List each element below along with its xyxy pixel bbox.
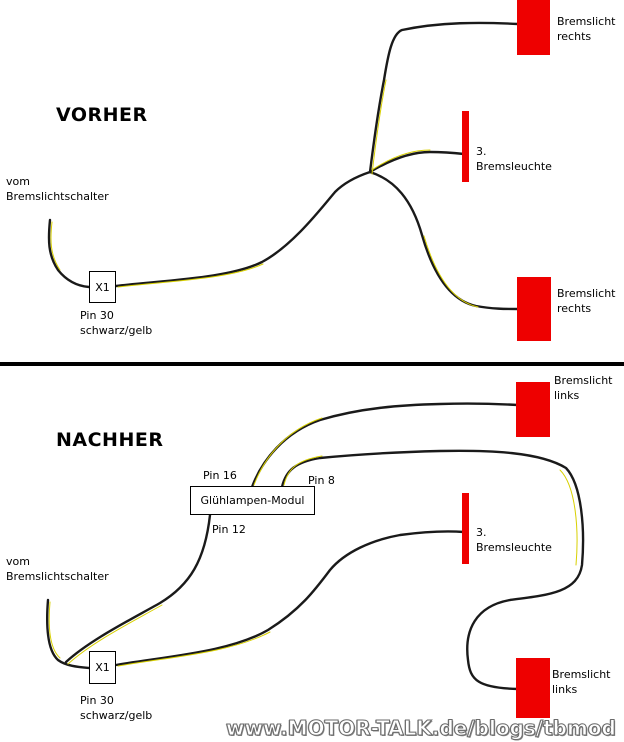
watermark: www.MOTOR-TALK.de/blogs/tbmod <box>226 716 617 741</box>
wire-module-pin8-to-left-bottom <box>280 449 585 691</box>
wire-switch-to-x1-before <box>47 218 91 289</box>
wire-switch-to-x1-after <box>45 598 91 670</box>
pin-label-after: Pin 30 schwarz/gelb <box>80 693 152 723</box>
wire-junction-to-right-bottom-before <box>368 170 520 311</box>
lamp-label-line1: Bremslicht <box>557 287 616 300</box>
wire-x1-to-third-after <box>114 530 466 667</box>
wires-before <box>47 21 520 311</box>
pin8-label: Pin 8 <box>308 474 335 487</box>
lamp-label-line2: links <box>552 683 578 696</box>
lamp-third-label-before: 3. Bremsleuchte <box>476 144 552 174</box>
source-label-line2: Bremslichtschalter <box>6 570 109 583</box>
lamp-label-line2: Bremsleuchte <box>476 541 552 554</box>
source-label-after: vom Bremslichtschalter <box>6 554 109 584</box>
wire-x1-to-module-pin12 <box>64 513 212 664</box>
lamp-label-line2: rechts <box>557 302 592 315</box>
source-label-line2: Bremslichtschalter <box>6 190 109 203</box>
lamp-label-line1: Bremslicht <box>557 15 616 28</box>
source-label-line1: vom <box>6 175 30 188</box>
lamp-left-bottom-label: Bremslicht links <box>552 667 611 697</box>
lamp-left-bottom-after <box>516 658 550 718</box>
pin12-label: Pin 12 <box>212 523 246 536</box>
lamp-third-after <box>462 493 469 564</box>
wire-junction-to-right-top-before <box>368 21 520 174</box>
lamp-right-bottom-before <box>517 277 551 341</box>
pin-label-line2: schwarz/gelb <box>80 709 153 722</box>
pin-label-before: Pin 30 schwarz/gelb <box>80 308 152 338</box>
lamp-label-line1: 3. <box>476 526 487 539</box>
lamp-label-line2: rechts <box>557 30 592 43</box>
connector-x1-before: X1 <box>89 271 116 303</box>
lamp-third-before <box>462 111 469 182</box>
heading-vorher: VORHER <box>56 104 148 126</box>
glow-lamp-module: Glühlampen-Modul <box>190 486 315 515</box>
wires-after <box>45 402 585 691</box>
lamp-right-bottom-label: Bremslicht rechts <box>557 286 616 316</box>
pin-label-line1: Pin 30 <box>80 694 114 707</box>
lamp-right-top-before <box>517 0 550 55</box>
pin16-label: Pin 16 <box>203 469 237 482</box>
lamp-label-line1: Bremslicht <box>552 668 611 681</box>
lamp-left-top-label: Bremslicht links <box>554 373 613 403</box>
wire-junction-to-third-before <box>368 150 466 174</box>
wire-x1-to-junction-before <box>114 170 372 288</box>
connector-x1-after: X1 <box>89 651 116 684</box>
pin-label-line1: Pin 30 <box>80 309 114 322</box>
lamp-label-line1: 3. <box>476 145 487 158</box>
lamp-third-label-after: 3. Bremsleuchte <box>476 525 552 555</box>
source-label-before: vom Bremslichtschalter <box>6 174 109 204</box>
lamp-right-top-label: Bremslicht rechts <box>557 14 616 44</box>
lamp-label-line1: Bremslicht <box>554 374 613 387</box>
pin-label-line2: schwarz/gelb <box>80 324 153 337</box>
lamp-left-top-after <box>516 382 550 437</box>
source-label-line1: vom <box>6 555 30 568</box>
section-divider <box>0 362 624 366</box>
wire-module-pin16-to-left-top <box>250 402 520 489</box>
lamp-label-line2: Bremsleuchte <box>476 160 552 173</box>
lamp-label-line2: links <box>554 389 580 402</box>
heading-nachher: NACHHER <box>56 429 164 451</box>
